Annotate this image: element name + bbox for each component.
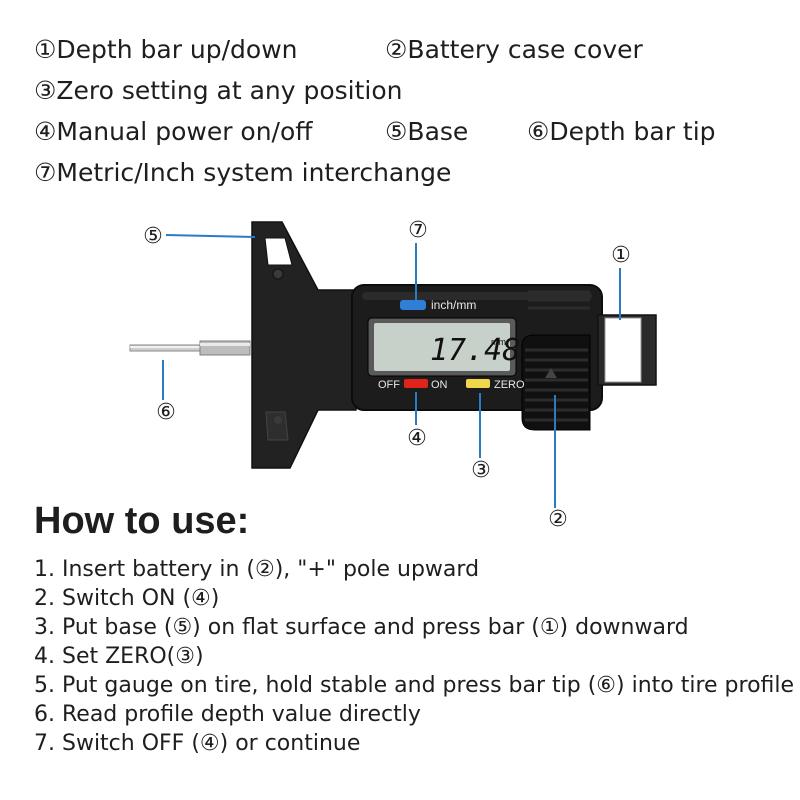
step-5: 5. Put gauge on tire, hold stable and pr… [34,673,795,698]
step-7: 7. Switch OFF (④) or continue [34,731,361,756]
step-3: 3. Put base (⑤) on flat surface and pres… [34,615,689,640]
legend-item-5: ⑤Base [385,117,469,146]
callout-1: ① [611,243,631,268]
unit-button-label: inch/mm [431,298,476,312]
how-to-use-steps: 1. Insert battery in (②), "+" pole upwar… [34,555,794,758]
callout-5: ⑤ [143,224,163,249]
gauge-base [251,221,357,469]
callout-7: ⑦ [408,218,428,243]
lcd-unit: mm [491,337,506,347]
power-button[interactable] [404,379,428,388]
depth-bar-tip [129,340,251,356]
lcd-reading: 17.48 [430,333,520,368]
callout-3: ③ [471,458,491,483]
legend-item-7: ⑦Metric/Inch system interchange [34,158,452,187]
zero-label: ZERO [494,379,525,391]
legend-item-4: ④Manual power on/off [34,117,313,146]
unit-toggle-button[interactable] [400,300,426,310]
lcd-display: 17.48 mm [367,317,520,377]
legend-item-1: ①Depth bar up/down [34,35,298,64]
callout-6: ⑥ [156,400,176,425]
step-2: 2. Switch ON (④) [34,586,220,611]
step-6: 6. Read profile depth value directly [34,702,421,727]
zero-button[interactable] [466,379,490,388]
off-label: OFF [378,379,400,391]
callout-4: ④ [407,426,427,451]
callout-2: ② [548,507,568,532]
legend-item-3: ③Zero setting at any position [34,76,403,105]
legend-item-2: ②Battery case cover [385,35,643,64]
legend-item-6: ⑥Depth bar tip [527,117,716,146]
how-to-use-title: How to use: [34,500,250,542]
step-1: 1. Insert battery in (②), "+" pole upwar… [34,557,480,582]
on-label: ON [431,379,448,391]
callout-lines [162,234,621,508]
step-4: 4. Set ZERO(③) [34,644,204,669]
